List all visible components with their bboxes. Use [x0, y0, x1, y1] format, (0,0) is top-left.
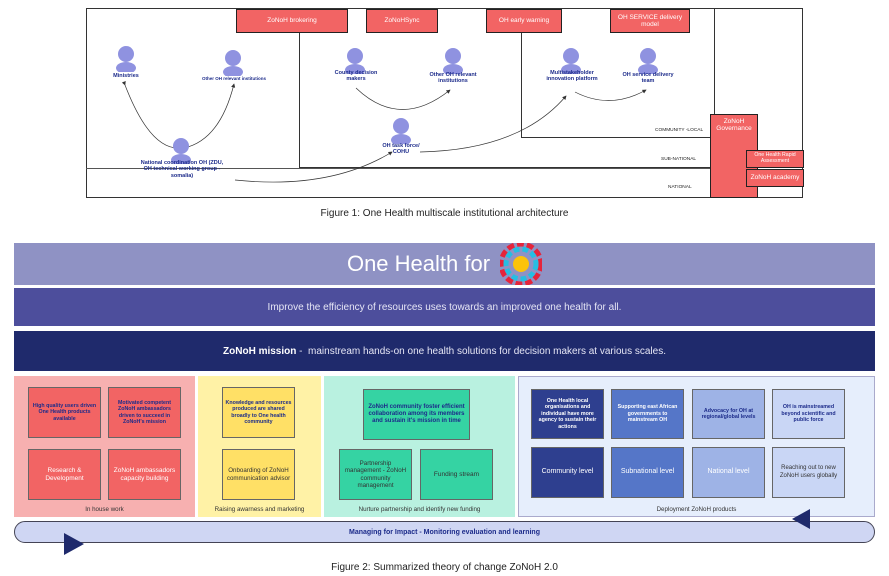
toc-title-band: One Health for — [14, 243, 875, 285]
goal-text: Improve the efficiency of resources uses… — [267, 301, 622, 313]
col2-box1: Knowledge and resources produced are sha… — [222, 387, 295, 438]
brokering-box: ZoNoH brokering — [236, 9, 348, 33]
arrow-taskforce-platform — [419, 95, 567, 153]
ministries-person-icon — [116, 46, 136, 72]
col4-box7: National level — [692, 447, 765, 498]
figure2-caption: Figure 2: Summarized theory of change Zo… — [331, 562, 558, 573]
col3-box3: Funding stream — [420, 449, 493, 500]
other-oh-person-icon — [223, 50, 243, 76]
col4-box3: Advocacy for OH at regional/global level… — [692, 389, 765, 439]
subnational-level-label: SUB-NATIONAL — [661, 157, 697, 162]
col3-box1: ZoNoH community foster efficient collabo… — [363, 389, 470, 440]
sync-box: ZoNoHSync — [366, 9, 438, 33]
platform-label: Multistakeholder innovation platform — [546, 70, 598, 83]
coordination-person-icon — [171, 138, 191, 164]
task-force-person-icon — [391, 118, 411, 144]
goal-band: Improve the efficiency of resources uses… — [14, 288, 875, 326]
col2-box2: Onboarding of ZoNoH communication adviso… — [222, 449, 295, 500]
arrow-county-otheroh — [355, 87, 451, 110]
national-line — [86, 168, 710, 169]
impact-bar: Managing for Impact - Monitoring evaluat… — [14, 521, 875, 543]
early-warning-box: OH early warning — [486, 9, 562, 33]
community-frame — [521, 8, 715, 138]
col4-box1: One Health local organisations and indiv… — [531, 389, 604, 439]
arrow-coord-taskforce — [234, 151, 393, 183]
mission-text: - mainstream hands-on one health solutio… — [296, 345, 666, 357]
platform-person-icon — [561, 48, 581, 74]
coordination-label: National coordination OH (ZDU, OH techni… — [140, 160, 224, 179]
col4-box8: Reaching out to new ZoNoH users globally — [772, 447, 845, 498]
col4-box6: Subnational level — [611, 447, 684, 498]
national-level-label: NATIONAL — [668, 185, 692, 190]
academy-box: ZoNoH academy — [746, 169, 804, 187]
arrow-coord-otheroh — [183, 83, 236, 149]
community-level-label: COMMUNITY -LOCAL — [655, 128, 704, 133]
mission-band: ZoNoH mission - mainstream hands-on one … — [14, 331, 875, 371]
county-person-icon — [345, 48, 365, 74]
task-force-label: OH task force/ COHU — [382, 143, 420, 156]
col1-box4: ZoNoH ambassadors capacity building — [108, 449, 181, 500]
col4-box5: Community level — [531, 447, 604, 498]
rapid-assessment-box: One Health Rapid Assessment — [746, 150, 804, 168]
impact-text: Managing for Impact - Monitoring evaluat… — [349, 528, 540, 536]
county-label: County decision makers — [334, 70, 378, 83]
col2-name: Raising awarness and marketing — [214, 506, 305, 513]
col4-box2: Supporting east African governments to m… — [611, 389, 684, 439]
mission-label: ZoNoH mission — [223, 345, 297, 357]
sdg-wheel-icon — [500, 243, 543, 285]
col3-box2: Partnership management - ZoNoH community… — [339, 449, 412, 500]
col4-box4: OH is mainstreamed beyond scientific and… — [772, 389, 845, 439]
col3-name: Nurture partnership and identify new fun… — [358, 506, 481, 513]
toc-title: One Health for — [346, 251, 491, 276]
col4-name: Deployment ZoNoH products — [656, 506, 737, 513]
other-oh-2-person-icon — [443, 48, 463, 74]
arrow-platform-service — [574, 89, 647, 101]
col1-name: In house work — [85, 506, 124, 513]
other-oh-2-label: Other OH relevant institutions — [429, 72, 477, 85]
ministries-label: Ministries — [113, 73, 139, 79]
impact-arrow-left-icon — [792, 509, 810, 529]
impact-arrow-right-icon — [64, 533, 84, 555]
service-delivery-box: OH SERVICE delivery model — [610, 9, 690, 33]
col1-box1: High quality users driven One Health pro… — [28, 387, 101, 438]
figure1-caption: Figure 1: One Health multiscale institut… — [320, 208, 569, 219]
col1-box3: Research & Development — [28, 449, 101, 500]
service-team-person-icon — [638, 48, 658, 74]
service-team-label: OH service delivery team — [622, 72, 674, 85]
col1-box2: Motivated competent ZoNoH ambassadors dr… — [108, 387, 181, 438]
other-oh-label: Other OH relevant institutions — [201, 76, 266, 81]
